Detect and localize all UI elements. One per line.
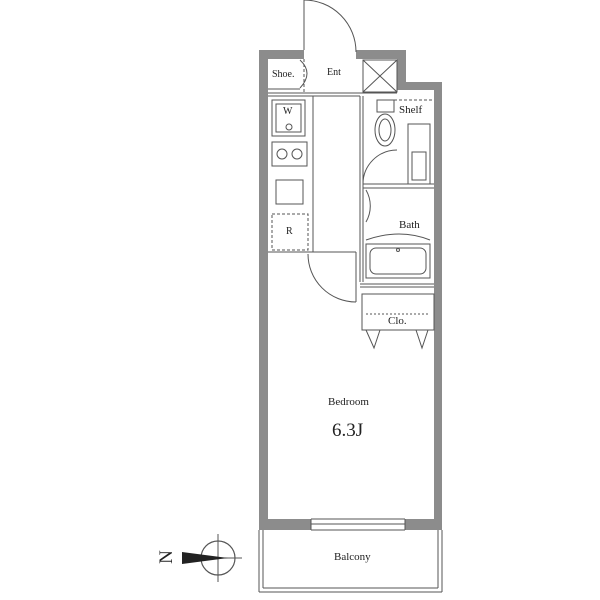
stove (271, 141, 308, 167)
shoe-label: Shoe. (272, 69, 295, 80)
balcony-label: Balcony (334, 551, 371, 563)
hand-sink (411, 151, 427, 181)
washer-label: W (283, 106, 293, 117)
washer-space (271, 99, 306, 137)
shelf-label: Shelf (399, 104, 423, 116)
shelf (407, 123, 431, 185)
bedroom-label: Bedroom (328, 396, 369, 408)
bath-door (365, 189, 371, 223)
closet (361, 293, 435, 350)
toilet (374, 99, 396, 147)
bath-label: Bath (399, 219, 420, 231)
outer-walls (259, 50, 442, 530)
meter-box (362, 59, 398, 93)
bedroom-size: 6.3J (332, 420, 364, 441)
refrigerator-space (271, 213, 309, 251)
bathtub (365, 233, 431, 279)
kitchen-sink (275, 179, 304, 205)
bedroom-door (307, 251, 357, 303)
refrigerator-label: R (286, 226, 293, 237)
closet-label: Clo. (388, 315, 407, 327)
entrance-label: Ent (327, 67, 341, 78)
compass-north-label: N (155, 550, 177, 564)
balcony-window (310, 518, 406, 531)
balcony (258, 530, 443, 593)
compass-icon (182, 534, 242, 582)
entrance-door (303, 0, 357, 53)
